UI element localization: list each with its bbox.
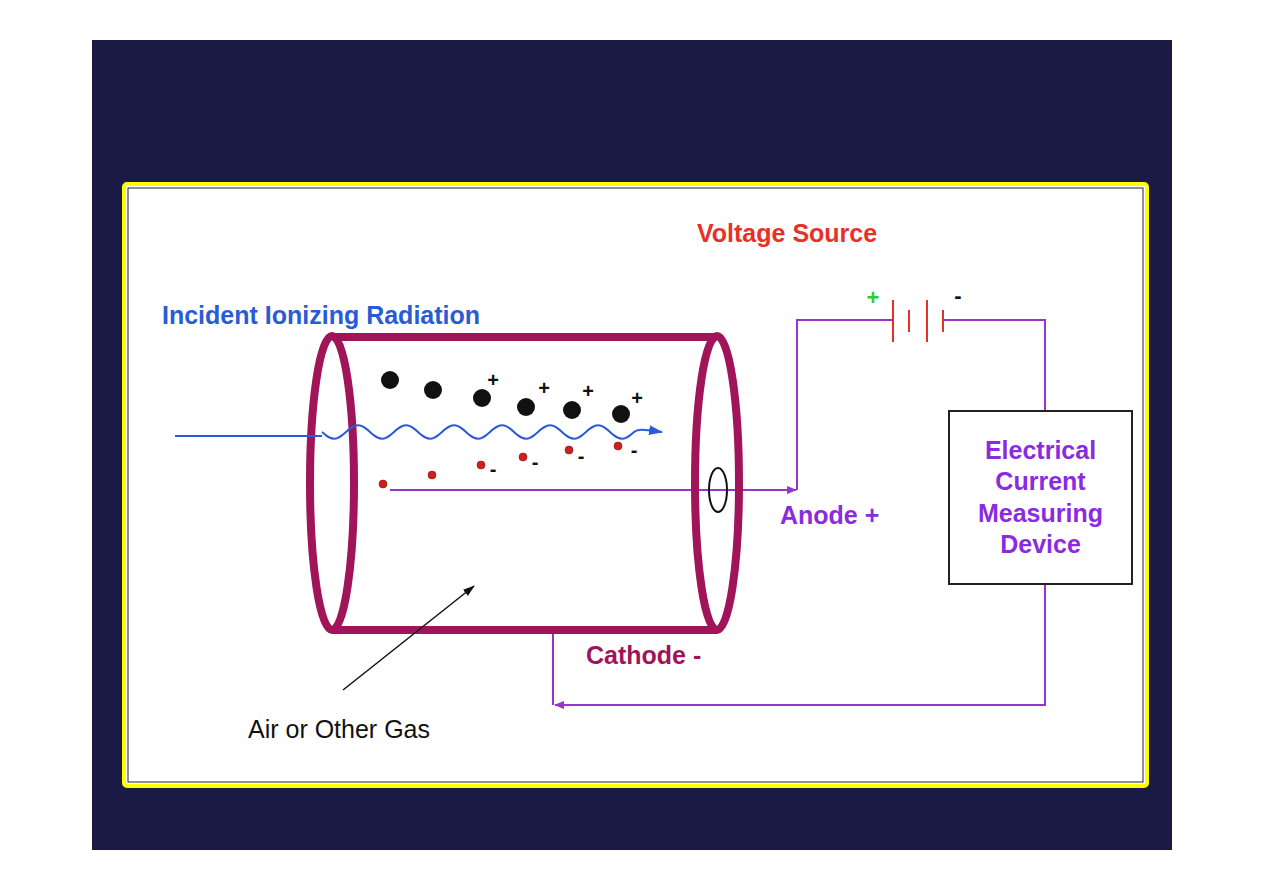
electron-charge: - — [578, 445, 585, 467]
ion-charge: + — [487, 369, 499, 391]
ion-charge: + — [582, 380, 594, 402]
electron-charge: - — [532, 451, 539, 473]
anode-feedthrough — [709, 468, 727, 512]
cathode-label: Cathode - — [586, 642, 701, 670]
electron-charge: - — [631, 439, 638, 461]
panel-inner-line — [128, 188, 1143, 782]
ion-charge: + — [538, 377, 550, 399]
ion-charge: + — [631, 387, 643, 409]
chamber-cylinder — [310, 336, 739, 630]
panel-frame — [124, 184, 1147, 786]
anode-label: Anode + — [780, 502, 879, 530]
polarity-sign: - — [954, 284, 961, 308]
electron-charge: - — [490, 458, 497, 480]
slide-background — [92, 40, 1172, 850]
device-label: Electrical Current Measuring Device — [955, 435, 1126, 560]
radiation-wave — [322, 425, 662, 438]
gas-label: Air or Other Gas — [248, 716, 430, 744]
voltage-source-label: Voltage Source — [697, 220, 877, 248]
leader-line — [343, 586, 474, 690]
radiation-ray — [175, 435, 322, 437]
measuring-device-box: Electrical Current Measuring Device — [948, 410, 1133, 585]
battery-symbol — [893, 300, 943, 342]
positive-ions — [381, 371, 630, 423]
circuit-wires — [390, 320, 1045, 705]
polarity-sign: + — [867, 286, 880, 310]
radiation-label: Incident Ionizing Radiation — [162, 302, 480, 330]
electrons — [379, 442, 622, 488]
